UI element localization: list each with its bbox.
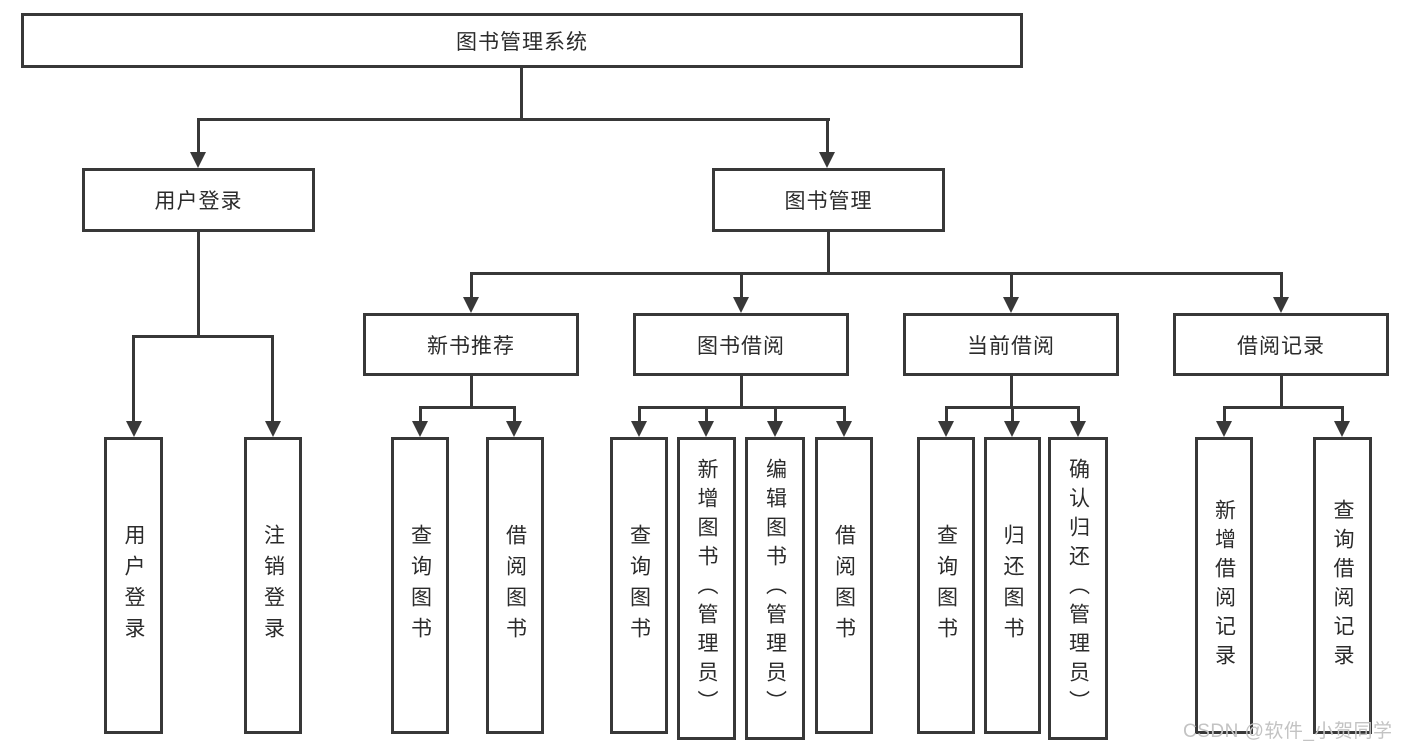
connector-drop-bb-borrow (843, 406, 846, 424)
arrow-current-borrow (1003, 297, 1019, 313)
arrow-br-query (1334, 421, 1350, 437)
leaf-user-login-label: 用户登录 (122, 523, 145, 648)
node-book-borrow: 图书借阅 (633, 313, 849, 376)
connector-drop-br-query (1341, 406, 1344, 424)
arrow-bb-query (631, 421, 647, 437)
arrow-user-login (190, 152, 206, 168)
connector-drop-cb-query (945, 406, 948, 424)
arrow-bb-add (698, 421, 714, 437)
leaf-borrow-borrow-book-label: 借阅图书 (832, 523, 856, 648)
node-new-book-recommend-label: 新书推荐 (427, 334, 515, 358)
leaf-query-borrow-record: 查询借阅记录 (1313, 437, 1372, 734)
leaf-add-book-admin-label: 新增图书（管理员） (695, 458, 718, 719)
connector-drop-bb-add (705, 406, 708, 424)
leaf-user-login: 用户登录 (104, 437, 163, 734)
connector-borrow-record-bar (1223, 406, 1344, 409)
connector-drop-leaf-user-login (132, 335, 135, 423)
arrow-book-management (819, 152, 835, 168)
connector-drop-recommend-query (419, 406, 422, 424)
node-book-management: 图书管理 (712, 168, 945, 232)
arrow-br-add (1216, 421, 1232, 437)
connector-drop-leaf-logout (271, 335, 274, 423)
leaf-recommend-query-book: 查询图书 (391, 437, 449, 734)
node-book-management-label: 图书管理 (784, 190, 873, 213)
leaf-return-book: 归还图书 (984, 437, 1041, 734)
connector-recommend-bar (419, 406, 516, 409)
leaf-confirm-return-admin: 确认归还（管理员） (1048, 437, 1108, 740)
node-root-label: 图书管理系统 (456, 30, 588, 54)
leaf-borrow-query-book: 查询图书 (610, 437, 668, 734)
node-root: 图书管理系统 (21, 13, 1023, 68)
arrow-leaf-logout (265, 421, 281, 437)
arrow-book-borrow (733, 297, 749, 313)
node-borrow-record: 借阅记录 (1173, 313, 1389, 376)
csdn-watermark: CSDN @软件_小贺同学 (1183, 721, 1393, 742)
leaf-edit-book-admin: 编辑图书（管理员） (745, 437, 805, 740)
connector-drop-br-add (1223, 406, 1226, 424)
node-book-borrow-label: 图书借阅 (697, 334, 785, 358)
connector-book-borrow-stem (740, 376, 743, 406)
connector-user-login-stem (197, 232, 200, 335)
connector-drop-new-book-recommend (470, 272, 473, 300)
leaf-borrow-query-book-label: 查询图书 (627, 523, 651, 648)
node-borrow-record-label: 借阅记录 (1237, 334, 1325, 358)
leaf-add-book-admin: 新增图书（管理员） (677, 437, 736, 740)
node-user-login-label: 用户登录 (154, 190, 243, 213)
node-current-borrow-label: 当前借阅 (967, 334, 1055, 358)
connector-drop-book-borrow (740, 272, 743, 300)
leaf-recommend-query-book-label: 查询图书 (408, 523, 432, 648)
connector-book-management-bar (470, 272, 1283, 275)
arrow-bb-borrow (836, 421, 852, 437)
connector-book-management-stem (827, 232, 830, 272)
leaf-edit-book-admin-label: 编辑图书（管理员） (763, 458, 787, 719)
connector-recommend-stem (470, 376, 473, 406)
leaf-confirm-return-admin-label: 确认归还（管理员） (1066, 458, 1090, 719)
leaf-current-query-book-label: 查询图书 (934, 523, 958, 648)
connector-current-borrow-stem (1010, 376, 1013, 406)
node-user-login: 用户登录 (82, 168, 315, 232)
connector-drop-recommend-borrow (513, 406, 516, 424)
leaf-logout-label: 注销登录 (261, 523, 285, 648)
arrow-new-book-recommend (463, 297, 479, 313)
leaf-current-query-book: 查询图书 (917, 437, 975, 734)
connector-borrow-record-stem (1280, 376, 1283, 406)
connector-user-login-bar (132, 335, 274, 338)
arrow-cb-return (1004, 421, 1020, 437)
arrow-recommend-query (412, 421, 428, 437)
connector-drop-cb-confirm (1077, 406, 1080, 424)
connector-drop-cb-return (1011, 406, 1014, 424)
connector-drop-book-management (826, 118, 829, 154)
arrow-borrow-record (1273, 297, 1289, 313)
leaf-recommend-borrow-book: 借阅图书 (486, 437, 544, 734)
arrow-cb-confirm (1070, 421, 1086, 437)
leaf-query-borrow-record-label: 查询借阅记录 (1331, 498, 1354, 673)
node-current-borrow: 当前借阅 (903, 313, 1119, 376)
leaf-return-book-label: 归还图书 (1001, 523, 1024, 648)
arrow-cb-query (938, 421, 954, 437)
arrow-bb-edit (767, 421, 783, 437)
leaf-add-borrow-record-label: 新增借阅记录 (1212, 498, 1236, 673)
leaf-logout: 注销登录 (244, 437, 302, 734)
arrow-recommend-borrow (506, 421, 522, 437)
connector-book-borrow-bar (638, 406, 846, 409)
connector-root-stem (520, 68, 523, 118)
node-new-book-recommend: 新书推荐 (363, 313, 579, 376)
connector-drop-bb-edit (774, 406, 777, 424)
leaf-borrow-borrow-book: 借阅图书 (815, 437, 873, 734)
connector-drop-user-login (197, 118, 200, 154)
connector-drop-borrow-record (1280, 272, 1283, 300)
connector-root-bar (197, 118, 830, 121)
connector-drop-bb-query (638, 406, 641, 424)
arrow-leaf-user-login (126, 421, 142, 437)
leaf-recommend-borrow-book-label: 借阅图书 (503, 523, 527, 648)
connector-drop-current-borrow (1010, 272, 1013, 300)
leaf-add-borrow-record: 新增借阅记录 (1195, 437, 1253, 734)
